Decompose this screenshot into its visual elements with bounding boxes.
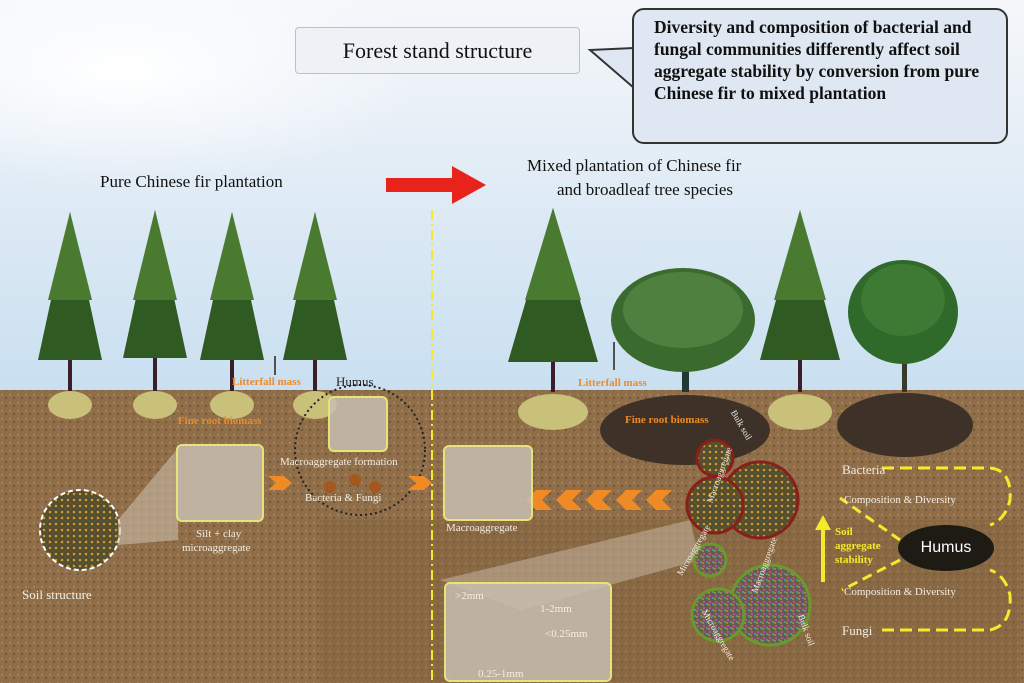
macroaggregate-formation-box	[328, 396, 388, 452]
mixed-plantation-heading-2: and broadleaf tree species	[557, 180, 734, 199]
size-class-2: 1-2mm	[540, 603, 572, 615]
aggregate-circles	[685, 438, 812, 647]
composition-diversity-bottom: Composition & Diversity	[844, 586, 956, 598]
soil-structure-circle	[39, 489, 121, 571]
soil-structure-label: Soil structure	[22, 587, 92, 602]
size-class-4: 0.25-1mm	[478, 668, 524, 680]
humus-cycle	[294, 384, 426, 516]
stability-label-3: stability	[835, 554, 873, 566]
conclusion-callout: Diversity and composition of bacterial a…	[632, 8, 1008, 144]
size-class-1: >2mm	[455, 590, 484, 602]
pure-plantation-heading: Pure Chinese fir plantation	[100, 172, 283, 191]
stability-label-1: Soil	[835, 526, 853, 538]
macro-formation-label: Macroaggregate formation	[280, 456, 398, 468]
size-classes-box	[444, 582, 612, 682]
microaggregate-box	[176, 444, 264, 522]
litterfall-label-right: Litterfall mass	[578, 377, 647, 389]
broadleaf-trees	[600, 260, 973, 465]
macroaggregate-label: Macroaggregate	[446, 522, 518, 534]
chevron-arrows	[268, 476, 672, 510]
mixed-plantation-heading-1: Mixed plantation of Chinese fir	[527, 156, 742, 175]
size-class-3: <0.25mm	[545, 628, 588, 640]
composition-diversity-top: Composition & Diversity	[844, 494, 956, 506]
stability-label-2: aggregate	[835, 540, 881, 552]
microaggregate-label: microaggregate	[182, 542, 251, 554]
bacteria-fungi-label: Bacteria & Fungi	[305, 492, 382, 504]
bacteria-label: Bacteria	[842, 462, 886, 477]
humus-ellipse: Humus	[898, 525, 994, 571]
conifer-trees	[38, 208, 840, 430]
humus-label-left: Humus	[336, 374, 374, 389]
fine-root-label-right: Fine root biomass	[625, 414, 709, 426]
forest-stand-structure-title: Forest stand structure	[295, 27, 580, 74]
fine-root-label-left: Fine root biomass	[178, 415, 262, 427]
conversion-arrow	[386, 166, 486, 204]
stability-arrow	[815, 515, 831, 530]
litterfall-label-left: Litterfall mass	[232, 376, 301, 388]
silt-clay-label: Silt + clay	[196, 528, 242, 540]
fungi-label: Fungi	[842, 623, 873, 638]
macroaggregate-box	[443, 445, 533, 521]
